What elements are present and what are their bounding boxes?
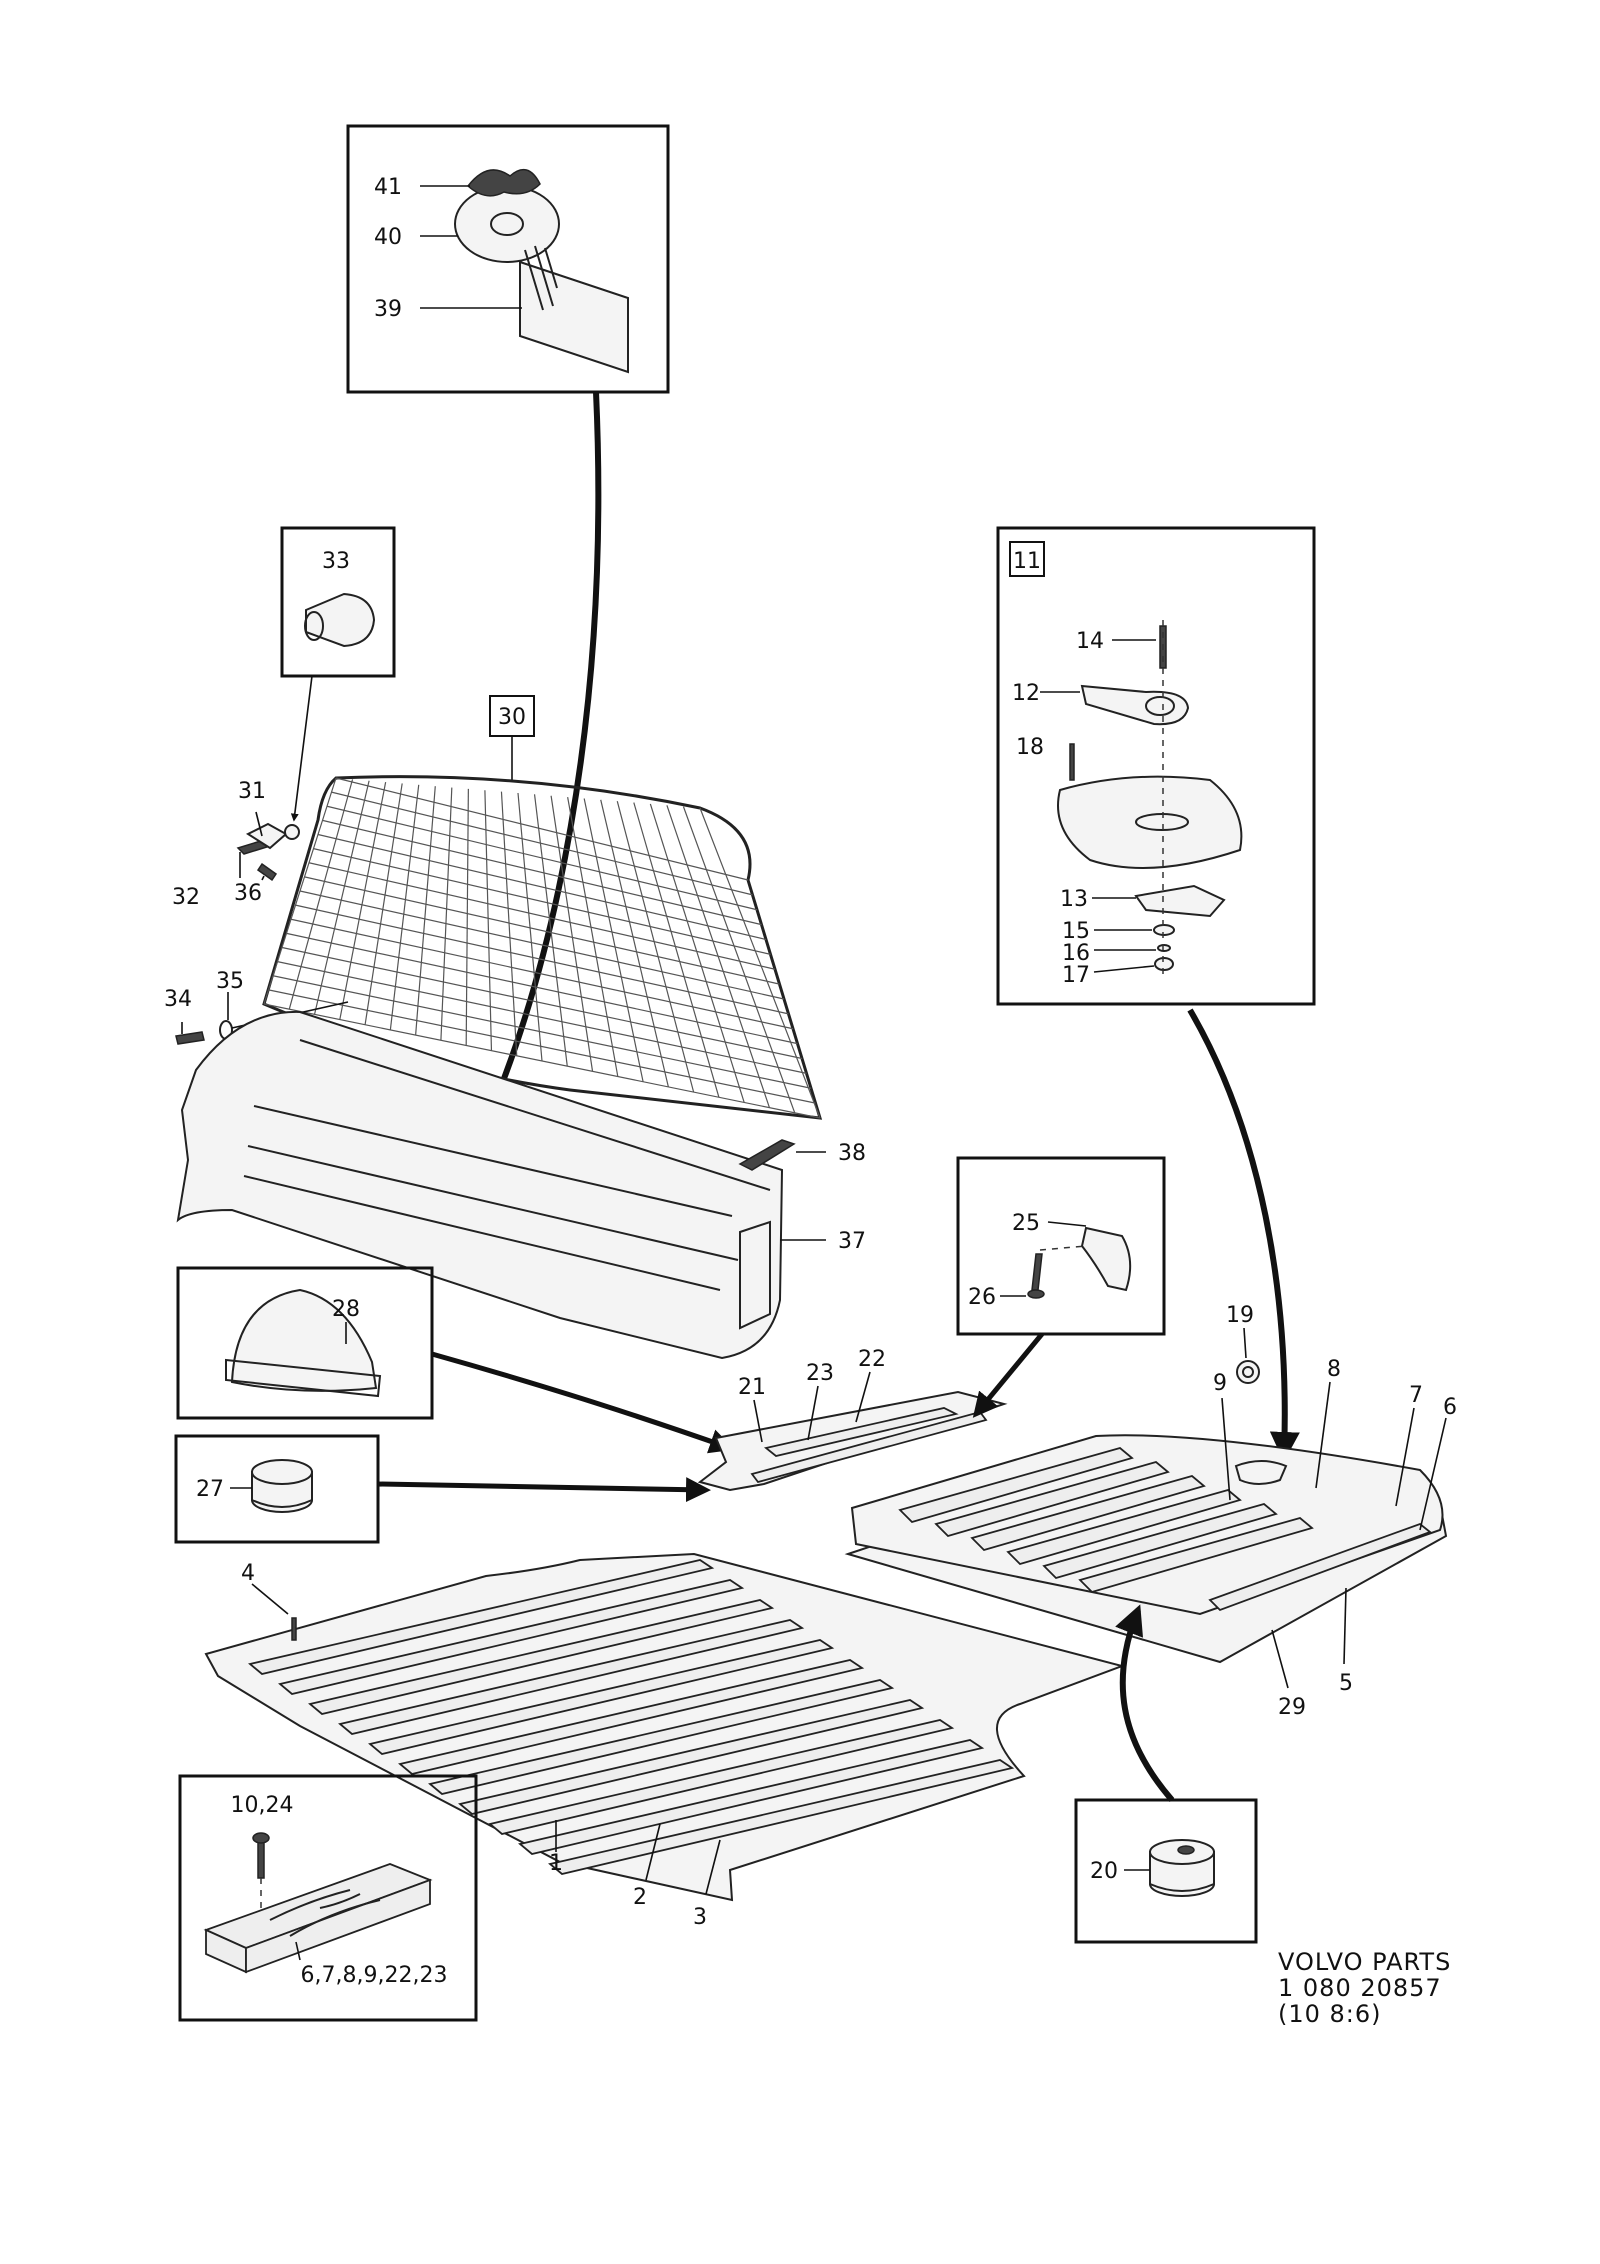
washer-15 [1153,924,1175,936]
holder-plate [1057,775,1243,869]
label-15: 15 [1062,919,1090,944]
rod-38 [738,1139,796,1171]
label-31: 31 [238,779,266,804]
footer-date: (10 8:6) [1278,2000,1382,2028]
detail-box-wheel-holder-11: 11 14 12 18 13 15 16 17 [996,526,1316,1006]
label-14: 14 [1076,629,1104,654]
label-5: 5 [1339,1671,1353,1696]
label-35: 35 [216,969,244,994]
detail-box-plug-27: 27 [174,1434,380,1544]
label-34: 34 [164,987,192,1012]
footer-code: 1 080 20857 [1278,1974,1442,2002]
label-4: 4 [241,1561,255,1586]
detail-box-bushing: 33 [280,526,396,678]
bushing-33 [305,592,376,648]
label-21: 21 [738,1375,766,1400]
label-27: 27 [196,1477,224,1502]
label-6: 6 [1443,1395,1457,1420]
label-23: 23 [806,1361,834,1386]
detail-box-cap-28: 28 [176,1266,434,1420]
label-8: 8 [1327,1357,1341,1382]
label-41: 41 [374,175,402,200]
label-32: 32 [172,885,200,910]
label-38: 38 [838,1141,866,1166]
label-33: 33 [322,549,350,574]
clamp-13 [1134,884,1226,918]
screw-10-24 [257,1837,265,1879]
label-36: 36 [234,881,262,906]
label-18: 18 [1016,735,1044,760]
label-3: 3 [693,1905,707,1930]
footer-brand: VOLVO PARTS [1278,1948,1451,1976]
label-11: 11 [1013,549,1041,574]
label-40: 40 [374,225,402,250]
label-12: 12 [1012,681,1040,706]
label-7: 7 [1409,1383,1423,1408]
label-6-7-8-9-22-23: 6,7,8,9,22,23 [301,1963,448,1988]
wing-nut-41 [466,168,541,197]
label-28: 28 [332,1297,360,1322]
label-13: 13 [1060,887,1088,912]
label-29: 29 [1278,1695,1306,1720]
screw-4 [291,1617,297,1641]
label-39: 39 [374,297,402,322]
nut-17 [1154,957,1174,971]
main-floor-section-1: 4 1 2 3 [204,1552,1126,1930]
detail-box-buffer-20: 20 [1074,1798,1258,1944]
label-16: 16 [1062,941,1090,966]
screw-36 [256,862,278,882]
rear-floor-section: 19 9 8 7 6 5 29 [844,1303,1457,1720]
washer-40 [454,185,560,263]
arrow-to-bulkhead [457,391,602,1186]
label-25: 25 [1012,1211,1040,1236]
detail-box-plank: 10,24 6,7,8,9,22,23 [178,1774,478,2022]
rubber-buffer-19 [1236,1360,1260,1384]
label-2: 2 [633,1885,647,1910]
label-10-24: 10,24 [231,1793,294,1818]
bolt-34 [175,1031,205,1045]
safety-grille-30: 30 [262,695,823,1120]
label-22: 22 [858,1347,886,1372]
label-19: 19 [1226,1303,1254,1328]
label-17: 17 [1062,963,1090,988]
washer-16 [1157,944,1171,952]
label-26: 26 [968,1285,996,1310]
screw-18 [1069,743,1075,781]
label-1: 1 [549,1851,563,1876]
label-9: 9 [1213,1371,1227,1396]
label-30: 30 [498,705,526,730]
grille-fasteners: 31 32 36 34 35 [164,779,349,1045]
label-20: 20 [1090,1859,1118,1884]
handle-12 [1080,684,1190,726]
detail-box-wing-nut: 41 40 39 [346,124,670,394]
bulkhead-panel-37: 38 37 [176,1010,866,1360]
tag-plate-39 [519,260,629,374]
sill-strip-21: 21 23 22 [697,1347,1008,1492]
detail-box-bracket-25: 25 26 [956,1156,1166,1336]
label-37: 37 [838,1229,866,1254]
parts-reference-footer: VOLVO PARTS 1 080 20857 (10 8:6) [1278,1948,1451,2028]
